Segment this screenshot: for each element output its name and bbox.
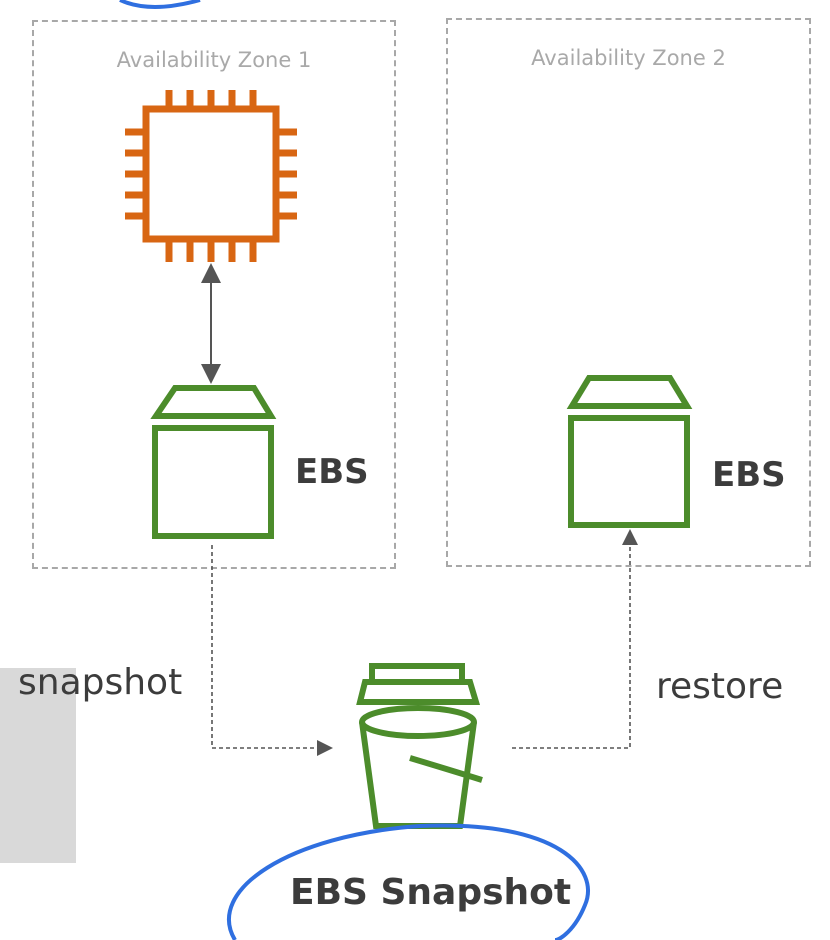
top-circle-arc [119,0,201,9]
restore-arrow [512,529,638,749]
availability-zone-2-box: Availability Zone 2 [446,18,811,567]
ebs-snapshot-label: EBS Snapshot [290,872,572,913]
ebs-volume-icon [566,375,693,528]
availability-zone-1-label: Availability Zone 1 [116,48,312,72]
side-panel [0,668,76,863]
highlight-circle [227,823,590,940]
restore-label: restore [656,666,784,707]
snapshot-label: snapshot [18,662,183,703]
ebs-volume-icon [150,385,277,539]
availability-zone-1-box: Availability Zone 1 [32,20,396,569]
snapshot-arrow [211,545,333,756]
ebs-label-1: EBS [295,452,369,492]
availability-zone-2-label: Availability Zone 2 [531,46,726,70]
ec2-instance-icon [125,90,297,262]
s3-bucket-icon [356,663,483,829]
ebs-label-2: EBS [712,455,786,495]
